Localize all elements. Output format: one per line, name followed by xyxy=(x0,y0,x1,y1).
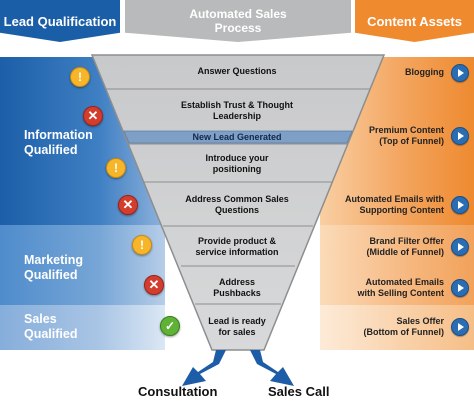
x-icon: ✕ xyxy=(83,106,103,126)
band-assets-middle xyxy=(320,225,474,305)
play-icon[interactable] xyxy=(451,318,469,336)
stage-label-line2: Questions xyxy=(214,205,259,215)
stage-label-line1: Answer Questions xyxy=(197,66,277,76)
asset-label-line1: Sales Offer xyxy=(396,316,444,326)
x-icon: ✕ xyxy=(118,195,138,215)
funnel-body xyxy=(90,54,386,351)
outcome-consultation: Consultation xyxy=(138,384,218,399)
header-label: Lead Qualification xyxy=(3,13,117,29)
section-label-line1: Information xyxy=(24,128,93,142)
asset-label-line2: Supporting Content xyxy=(359,205,444,215)
x-icon: ✕ xyxy=(144,275,164,295)
warning-icon: ! xyxy=(132,235,152,255)
stage-label-line1: New Lead Generated xyxy=(192,132,282,142)
arrow-consultation xyxy=(182,350,226,386)
header-label-line1: Automated Sales xyxy=(189,7,287,21)
stage-label-line1: Address xyxy=(218,277,255,287)
warning-icon: ! xyxy=(106,158,126,178)
stage-label-line2: for sales xyxy=(218,327,256,337)
asset-label-line1: Premium Content xyxy=(368,125,444,135)
header-automated-sales-process: Automated Sales Process xyxy=(125,0,351,42)
stage-label-line1: Provide product & xyxy=(197,236,276,246)
stage-label-line1: Address Common Sales xyxy=(185,194,289,204)
asset-label-line2: (Top of Funnel) xyxy=(379,136,444,146)
section-label-line2: Qualified xyxy=(24,143,78,157)
stage-address-pushbacks: Address Pushbacks xyxy=(145,277,329,299)
stage-address-common-questions: Address Common Sales Questions xyxy=(145,194,329,216)
asset-label-line1: Blogging xyxy=(405,67,444,77)
play-icon[interactable] xyxy=(451,64,469,82)
asset-label-line1: Automated Emails with xyxy=(344,194,444,204)
section-information-qualified: Information Qualified xyxy=(24,128,93,158)
stage-label-line1: Establish Trust & Thought xyxy=(181,100,293,110)
warning-icon: ! xyxy=(70,67,90,87)
asset-sales-offer: Sales Offer (Bottom of Funnel) xyxy=(304,316,444,338)
stage-answer-questions: Answer Questions xyxy=(145,66,329,77)
asset-premium-content: Premium Content (Top of Funnel) xyxy=(304,125,444,147)
play-icon[interactable] xyxy=(451,196,469,214)
stage-new-lead-generated: New Lead Generated xyxy=(145,132,329,143)
asset-label-line1: Automated Emails xyxy=(365,277,444,287)
band-sales-qualified xyxy=(0,305,165,350)
outcome-sales-call: Sales Call xyxy=(268,384,330,399)
stage-label-line2: service information xyxy=(195,247,279,257)
section-marketing-qualified: Marketing Qualified xyxy=(24,253,83,283)
stage-label-line2: Leadership xyxy=(212,111,261,121)
header-label: Content Assets xyxy=(367,13,462,29)
play-icon[interactable] xyxy=(451,238,469,256)
stage-establish-trust: Establish Trust & Thought Leadership xyxy=(145,100,329,122)
stage-label-line1: Lead is ready xyxy=(208,316,266,326)
new-lead-band xyxy=(123,130,353,144)
header-label-wrap: Automated Sales Process xyxy=(189,7,286,35)
stage-product-service-info: Provide product & service information xyxy=(145,236,329,258)
band-assets-bottom xyxy=(320,305,474,350)
asset-automated-emails-selling: Automated Emails with Selling Content xyxy=(304,277,445,299)
asset-label-line1: Brand Filter Offer xyxy=(369,236,444,246)
asset-brand-filter-offer: Brand Filter Offer (Middle of Funnel) xyxy=(304,236,444,258)
section-label-line2: Qualified xyxy=(24,268,78,282)
stage-label-line2: Pushbacks xyxy=(213,288,261,298)
check-icon: ✓ xyxy=(160,316,180,336)
section-sales-qualified: Sales Qualified xyxy=(24,312,77,342)
stage-introduce-positioning: Introduce your positioning xyxy=(145,153,329,175)
section-label-line1: Marketing xyxy=(24,253,84,267)
asset-label-line2: with Selling Content xyxy=(357,288,445,298)
play-icon[interactable] xyxy=(451,127,469,145)
arrow-sales-call xyxy=(250,350,294,386)
header-content-assets: Content Assets xyxy=(355,0,474,42)
stage-lead-ready: Lead is ready for sales xyxy=(145,316,329,338)
header-label-line2: Process xyxy=(214,21,262,35)
asset-blogging: Blogging xyxy=(304,67,444,78)
asset-label-line2: (Bottom of Funnel) xyxy=(363,327,444,337)
section-label-line1: Sales xyxy=(24,312,57,326)
stage-label-line2: positioning xyxy=(212,164,262,174)
asset-label-line2: (Middle of Funnel) xyxy=(366,247,444,257)
stage-label-line1: Introduce your xyxy=(205,153,269,163)
play-icon[interactable] xyxy=(451,279,469,297)
section-label-line2: Qualified xyxy=(24,327,78,341)
asset-automated-emails-supporting: Automated Emails with Supporting Content xyxy=(304,194,444,216)
header-lead-qualification: Lead Qualification xyxy=(0,0,120,42)
